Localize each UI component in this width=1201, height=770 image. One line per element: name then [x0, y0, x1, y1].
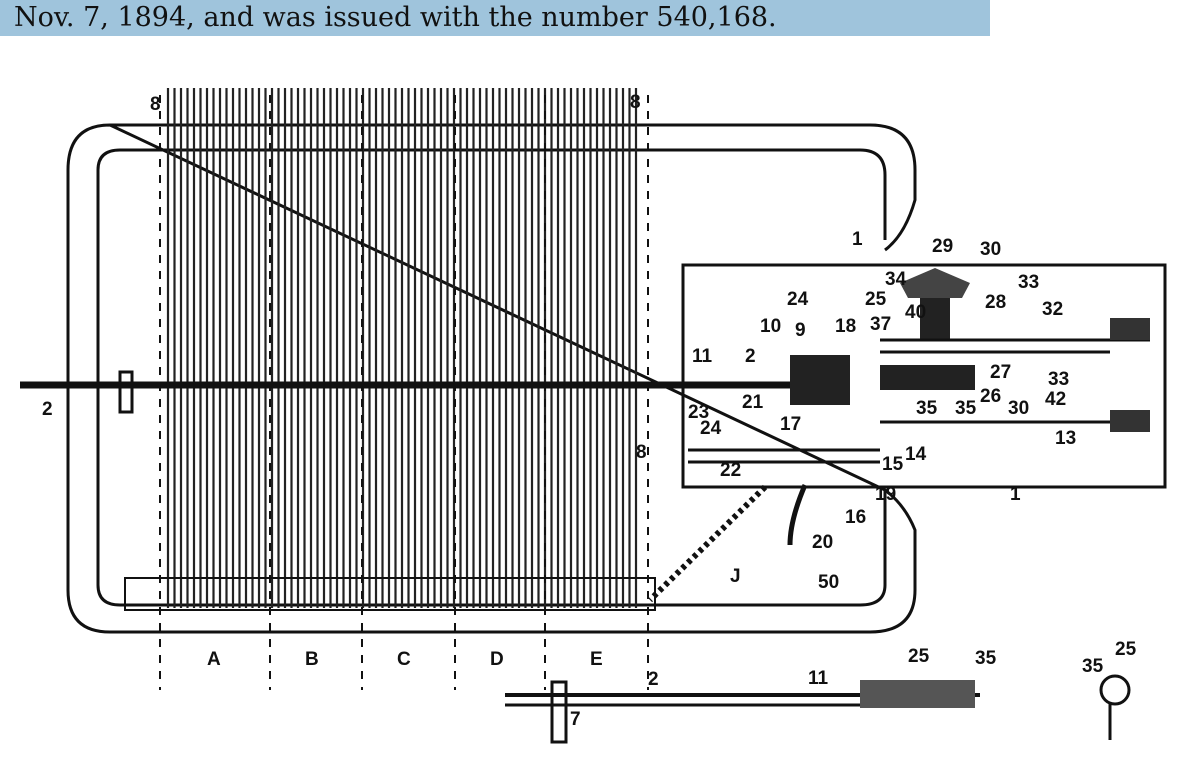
ref-label: 24	[787, 289, 809, 310]
ref-label: 40	[905, 302, 926, 323]
ref-label: 2	[42, 399, 53, 420]
ref-label: 19	[875, 484, 896, 505]
ref-label: 35	[1082, 656, 1104, 677]
section-dashed-lines	[159, 95, 649, 690]
ref-label: 33	[1048, 369, 1069, 390]
ref-label: 20	[812, 532, 833, 553]
ref-label: 21	[742, 392, 764, 413]
ref-label: 8	[630, 92, 641, 113]
ref-label: 33	[1018, 272, 1039, 293]
section-label: C	[397, 649, 411, 670]
ref-label: 10	[760, 316, 781, 337]
mechanism-box	[681, 263, 1167, 489]
section-label: A	[207, 649, 221, 670]
figure-labels: 8 8 2 8 1 29 30 34 33 24 25 28 32 40 37 …	[42, 92, 1137, 730]
ref-label: 13	[1055, 428, 1076, 449]
section-label: E	[590, 649, 603, 670]
ref-label: 35	[955, 398, 977, 419]
ref-label: 30	[980, 239, 1001, 260]
ref-label: 7	[570, 709, 581, 730]
ref-label: 17	[780, 414, 801, 435]
ref-label: 25	[908, 646, 930, 667]
ref-label: 2	[745, 346, 756, 367]
ref-label: 50	[818, 572, 839, 593]
ref-label: 34	[885, 269, 907, 290]
highlighted-caption-text: Nov. 7, 1894, and was issued with the nu…	[0, 0, 990, 36]
ref-label: 30	[1008, 398, 1029, 419]
ref-label: 2	[648, 669, 659, 690]
ref-label: 14	[905, 444, 927, 465]
ref-label: 8	[636, 442, 647, 463]
section-label: D	[490, 649, 504, 670]
ref-label: 25	[865, 289, 887, 310]
mechanism	[20, 268, 1150, 744]
ref-label: 1	[1010, 484, 1021, 505]
ref-label: 24	[700, 418, 722, 439]
ref-label: 42	[1045, 389, 1066, 410]
ref-label: 23	[688, 402, 709, 423]
ref-label: 15	[882, 454, 904, 475]
ref-label: 26	[980, 386, 1001, 407]
ref-label: 27	[990, 362, 1011, 383]
ref-label: 37	[870, 314, 891, 335]
comb-teeth	[166, 88, 638, 608]
ref-label: 1	[852, 229, 863, 250]
ref-label: 11	[692, 346, 713, 367]
ref-label: 35	[975, 648, 997, 669]
ref-label: 11	[808, 668, 829, 689]
ref-label: 35	[916, 398, 938, 419]
ref-label: 25	[1115, 639, 1137, 660]
ref-label: 9	[795, 320, 806, 341]
ref-label: 22	[720, 460, 741, 481]
ref-label: 18	[835, 316, 856, 337]
section-label: B	[305, 649, 319, 670]
ref-label: 16	[845, 507, 866, 528]
frame	[66, 123, 917, 634]
ref-label: 28	[985, 292, 1006, 313]
ref-label: 29	[932, 236, 953, 257]
ref-label: 8	[150, 94, 161, 115]
ref-label: J	[730, 566, 741, 587]
ref-label: 32	[1042, 299, 1063, 320]
